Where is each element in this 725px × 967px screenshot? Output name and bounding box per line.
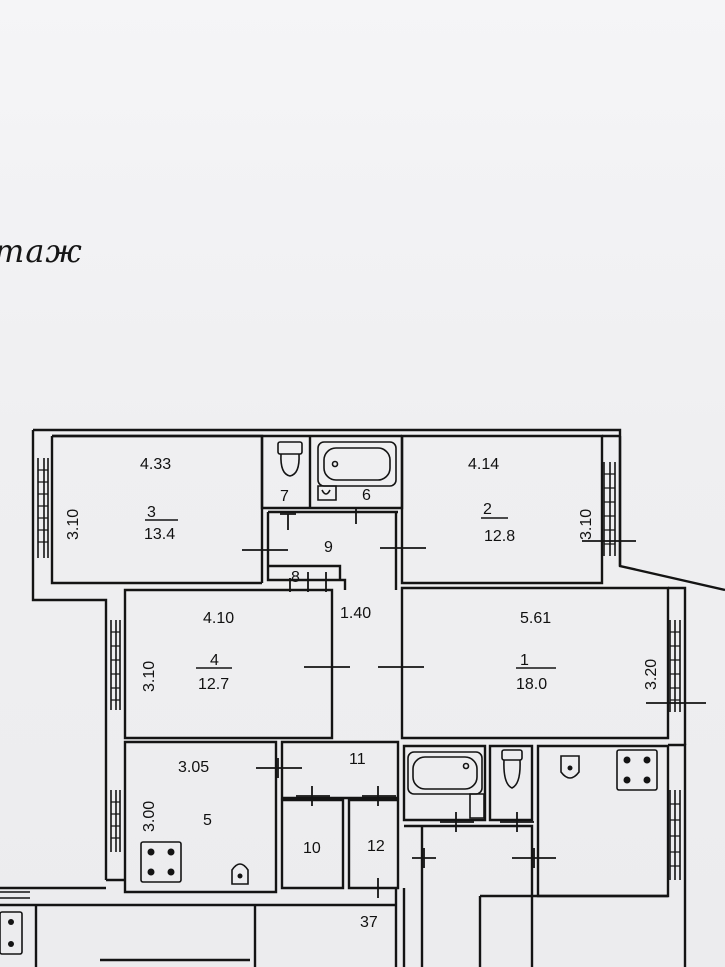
room-10-number: 10 xyxy=(303,840,321,857)
room-4-width: 4.10 xyxy=(203,610,234,627)
room-2-number: 2 xyxy=(483,501,492,518)
room-11-width: 1.40 xyxy=(340,605,371,622)
room-3-area: 13.4 xyxy=(144,526,175,543)
room-11-number: 11 xyxy=(349,751,366,768)
room-4-depth: 3.10 xyxy=(141,661,158,692)
room-5-depth: 3.00 xyxy=(141,801,158,832)
room-4-number: 4 xyxy=(210,652,219,669)
room-4-area: 12.7 xyxy=(198,676,229,693)
room-7-number: 7 xyxy=(280,488,289,505)
room-3-width: 4.33 xyxy=(140,456,171,473)
room-9-number: 9 xyxy=(324,539,333,556)
room-5-number: 5 xyxy=(203,812,212,829)
room-8-number: 8 xyxy=(291,569,300,586)
extra-label: 37 xyxy=(360,914,378,931)
room-1-width: 5.61 xyxy=(520,610,551,627)
room-3-depth: 3.10 xyxy=(65,509,82,540)
floor-heading: таж xyxy=(0,232,83,270)
room-12-number: 12 xyxy=(367,838,385,855)
room-6-number: 6 xyxy=(362,487,371,504)
room-3-number: 3 xyxy=(147,504,156,521)
room-2-area: 12.8 xyxy=(484,528,515,545)
room-2-depth: 3.10 xyxy=(578,509,595,540)
room-1-number: 1 xyxy=(520,652,529,669)
room-2-width: 4.14 xyxy=(468,456,499,473)
room-1-depth: 3.20 xyxy=(643,659,660,690)
room-5-width: 3.05 xyxy=(178,759,209,776)
room-1-area: 18.0 xyxy=(516,676,547,693)
